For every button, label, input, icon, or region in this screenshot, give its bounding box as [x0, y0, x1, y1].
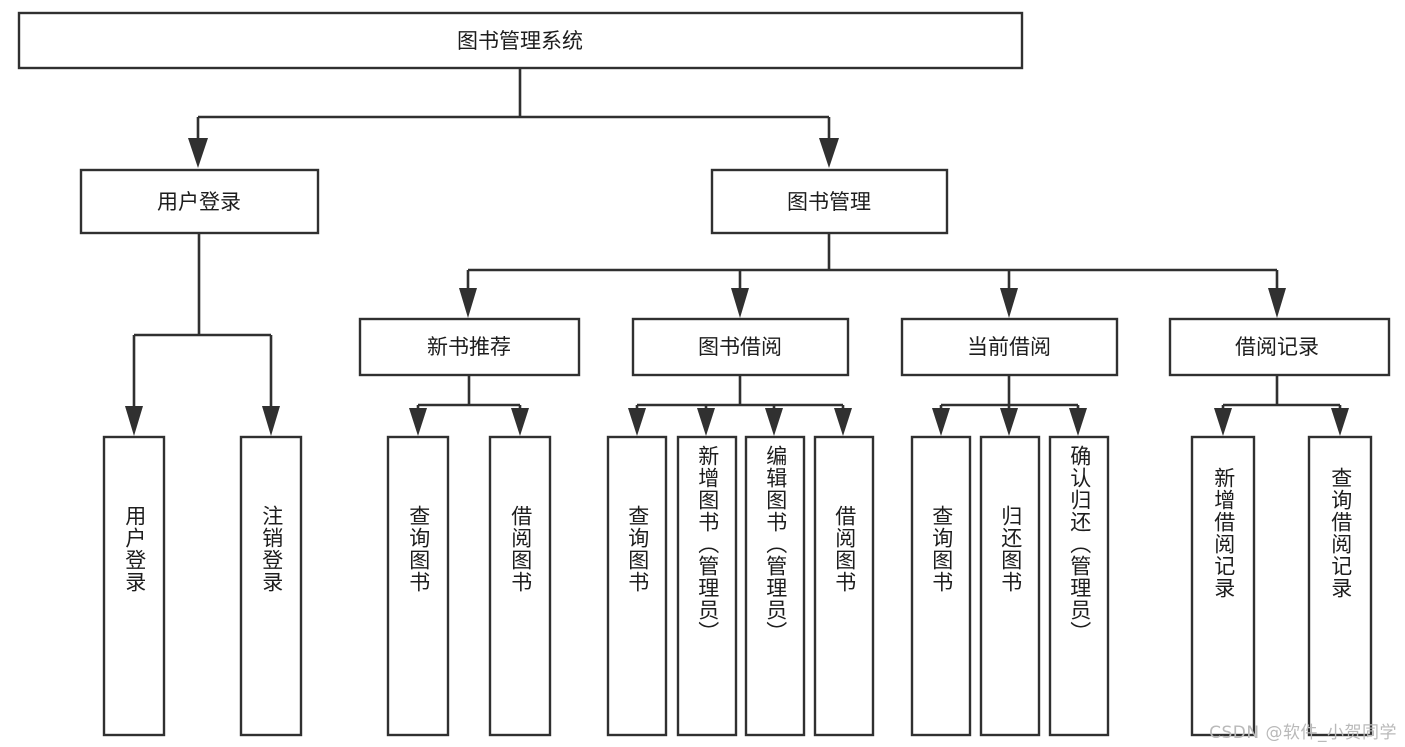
- node-current-borrow-label: 当前借阅: [967, 335, 1051, 359]
- node-root-label: 图书管理系统: [457, 29, 583, 53]
- leaf-box-current-borrow-1[interactable]: [910, 435, 972, 737]
- arrow-head-current-borrow: [1000, 288, 1018, 318]
- arrow-head-new-book: [459, 288, 477, 318]
- arrow-head-leaf-user-login-1: [125, 406, 143, 436]
- node-user-login[interactable]: [79, 168, 320, 235]
- leaf-box-new-book-1[interactable]: [386, 435, 450, 737]
- arrow-head-book-borrow: [731, 288, 749, 318]
- leaf-box-borrow-record-1[interactable]: [1190, 435, 1256, 737]
- node-root-book-management-system[interactable]: [17, 11, 1024, 70]
- arrow-head-leaf-new-book-2: [511, 408, 529, 436]
- arrow-head-leaf-borrow-record-2: [1331, 408, 1349, 436]
- arrow-head-leaf-current-borrow-3: [1069, 408, 1087, 436]
- node-book-management-label: 图书管理: [787, 190, 871, 214]
- node-current-borrow[interactable]: [900, 317, 1119, 377]
- arrow-head-leaf-current-borrow-1: [932, 408, 950, 436]
- arrow-head-borrow-record: [1268, 288, 1286, 318]
- leaf-box-user-login-2[interactable]: [239, 435, 303, 737]
- arrow-head-book-mgmt: [819, 138, 839, 168]
- node-user-login-label: 用户登录: [157, 190, 241, 214]
- arrow-head-leaf-book-borrow-1: [628, 408, 646, 436]
- node-borrow-record[interactable]: [1168, 317, 1391, 377]
- leaf-box-book-borrow-4[interactable]: [813, 435, 875, 737]
- node-layer: 图书管理系统 用户登录 图书管理 新书推荐 图书借阅 当前借阅 借阅记录: [17, 11, 1391, 737]
- arrow-head-leaf-book-borrow-2: [697, 408, 715, 436]
- node-new-book-recommend[interactable]: [358, 317, 581, 377]
- arrow-head-user-login: [188, 138, 208, 168]
- arrow-head-leaf-current-borrow-2: [1000, 408, 1018, 436]
- node-book-borrow[interactable]: [631, 317, 850, 377]
- arrow-head-leaf-book-borrow-3: [765, 408, 783, 436]
- leaf-box-book-borrow-2[interactable]: [676, 435, 738, 737]
- arrow-head-leaf-borrow-record-1: [1214, 408, 1232, 436]
- leaf-box-book-borrow-1[interactable]: [606, 435, 668, 737]
- leaf-box-user-login-1[interactable]: [102, 435, 166, 737]
- leaf-box-current-borrow-2[interactable]: [979, 435, 1041, 737]
- leaf-box-borrow-record-2[interactable]: [1307, 435, 1373, 737]
- leaf-box-current-borrow-3[interactable]: [1048, 435, 1110, 737]
- node-book-borrow-label: 图书借阅: [698, 335, 782, 359]
- arrow-head-leaf-new-book-1: [409, 408, 427, 436]
- leaf-box-new-book-2[interactable]: [488, 435, 552, 737]
- leaf-box-book-borrow-3[interactable]: [744, 435, 806, 737]
- node-new-book-recommend-label: 新书推荐: [427, 335, 511, 359]
- node-borrow-record-label: 借阅记录: [1235, 335, 1319, 359]
- watermark-text: CSDN @软件_小贺同学: [1209, 723, 1397, 743]
- node-book-management[interactable]: [710, 168, 949, 235]
- arrow-head-leaf-book-borrow-4: [834, 408, 852, 436]
- arrow-head-leaf-user-login-2: [262, 406, 280, 436]
- connector-layer: [125, 68, 1349, 436]
